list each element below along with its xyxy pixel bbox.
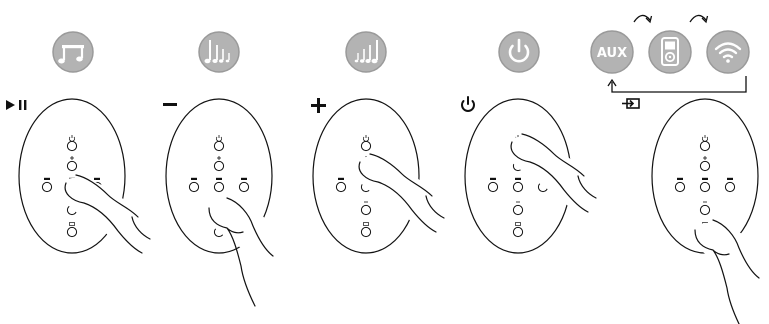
remote-button-prev[interactable]: [674, 177, 686, 193]
remote-button-source[interactable]: [360, 222, 372, 238]
remote-button-source[interactable]: [512, 222, 524, 238]
remote-volume-up: [312, 98, 445, 254]
pressing-hand: [60, 174, 151, 254]
music-note-icon: [52, 31, 94, 73]
pressing-hand: [354, 153, 445, 233]
power-symbol: [461, 96, 475, 112]
ipod-icon: [648, 30, 692, 74]
volume-down-notes-icon: [198, 31, 240, 73]
remote-button-prev[interactable]: [335, 177, 347, 193]
plus-symbol: [311, 98, 326, 113]
remote-button-play-pause[interactable]: [213, 177, 225, 193]
remote-source: [651, 98, 765, 324]
remote-button-power[interactable]: [66, 135, 78, 152]
source-input-icon: [622, 98, 640, 109]
remote-button-next[interactable]: [238, 177, 250, 193]
volume-up-notes-icon: [345, 31, 387, 73]
remote-play-pause: [18, 98, 151, 254]
remote-button-prev[interactable]: [487, 177, 499, 193]
remote-button-minus[interactable]: [512, 201, 524, 216]
remote-button-plus[interactable]: [699, 156, 711, 172]
remote-button-plus[interactable]: [213, 156, 225, 172]
remote-volume-down: [165, 98, 279, 307]
remote-button-plus[interactable]: [66, 156, 78, 172]
remote-button-power[interactable]: [213, 135, 225, 152]
wifi-icon: [706, 30, 750, 74]
remote-button-power[interactable]: [360, 135, 372, 152]
remote-button-source[interactable]: [66, 222, 78, 238]
arrow-ipod-to-wifi: [689, 14, 707, 23]
remote-button-power[interactable]: [699, 135, 711, 152]
pressing-hand: [506, 133, 597, 213]
play-pause-symbol: [6, 100, 27, 110]
arrow-return-to-aux: [611, 76, 747, 93]
pressing-hand: [693, 219, 765, 324]
remote-button-next[interactable]: [724, 177, 736, 193]
power-icon: [498, 31, 540, 73]
remote-button-prev[interactable]: [188, 177, 200, 193]
remote-button-prev[interactable]: [41, 177, 53, 193]
aux-label: AUX: [597, 46, 627, 61]
aux-icon: AUX: [590, 30, 634, 74]
remote-power: [464, 98, 597, 254]
pressing-hand: [207, 197, 279, 307]
remote-button-minus[interactable]: [360, 201, 372, 216]
remote-button-minus[interactable]: [699, 201, 711, 216]
minus-symbol: [163, 103, 177, 106]
arrow-aux-to-ipod: [633, 14, 651, 23]
remote-button-play-pause[interactable]: [512, 177, 524, 193]
remote-button-play-pause[interactable]: [699, 177, 711, 193]
source-cycle-icon: AUX: [590, 14, 750, 93]
